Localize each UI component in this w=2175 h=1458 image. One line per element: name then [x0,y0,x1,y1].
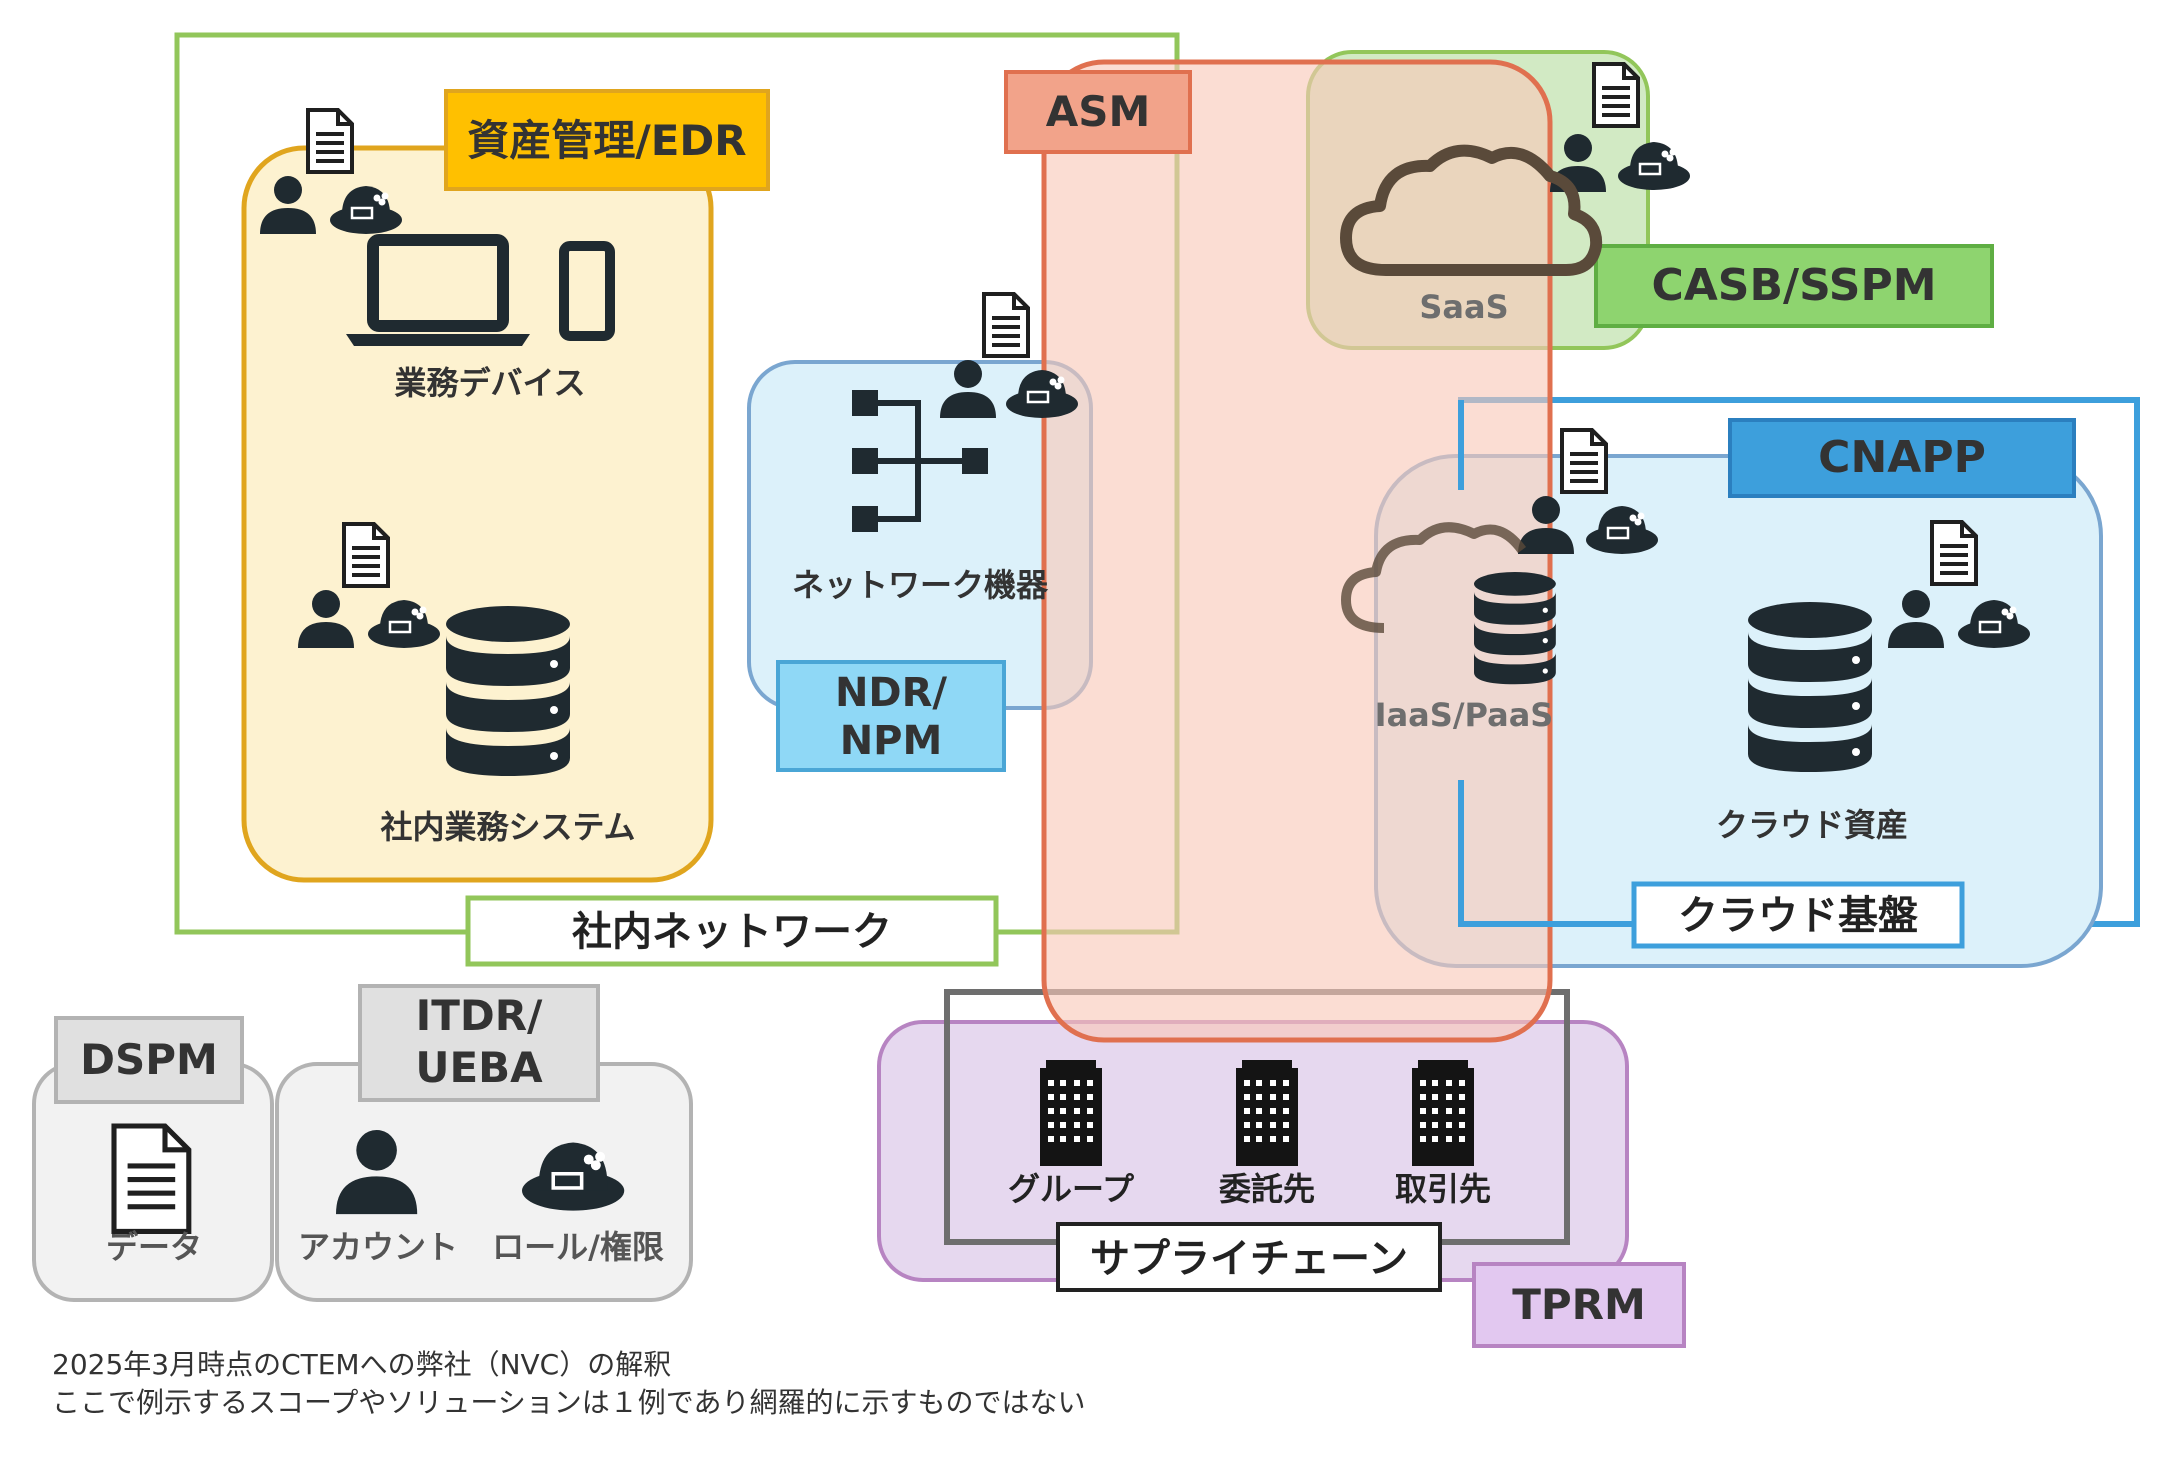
building-icon [1040,1060,1102,1166]
building-icon [1412,1060,1474,1166]
document-icon [111,1123,192,1234]
internal-systems-text: 社内業務システム [380,808,635,846]
cloud-platform-label: クラウド基盤 [1631,881,1965,949]
svg-text:CNAPP: CNAPP [1818,432,1986,483]
svg-text:CASB/SSPM: CASB/SSPM [1651,260,1936,311]
footer-line-2: ここで例示するスコープやソリューションは１例であり網羅的に示すものではない [52,1386,1086,1419]
iaas-cloud-icon [1341,522,1527,633]
account-text: アカウント [298,1228,458,1266]
smartphone-icon [559,241,615,341]
svg-text:社内ネットワーク: 社内ネットワーク [572,909,892,955]
group-text: グループ [1008,1170,1135,1208]
footer-line-1: 2025年3月時点のCTEMへの弊社（NVC）の解釈 [52,1348,671,1381]
document-icon [982,292,1030,358]
document-icon [306,108,354,174]
data-text: データ [106,1228,202,1266]
cnapp-bracket-line [1458,400,1640,927]
svg-text:ITDR/: ITDR/ [416,991,543,1040]
cnapp-label: CNAPP [1728,418,2076,498]
contractor-text: 委託先 [1219,1170,1315,1208]
svg-text:UEBA: UEBA [415,1043,543,1092]
document-icon [1930,520,1978,586]
document-icon [342,522,390,588]
iaas-paas-text: IaaS/PaaS [1375,696,1554,734]
building-icon [1236,1060,1298,1166]
document-icon [1592,62,1640,128]
network-devices-text: ネットワーク機器 [792,566,1049,604]
svg-text:資産管理/EDR: 資産管理/EDR [467,116,746,165]
laptop-icon [346,234,530,346]
supply-chain-label: サプライチェーン [1056,1222,1442,1292]
asm-zone [1041,59,1553,1043]
svg-text:NDR/: NDR/ [835,670,947,716]
role-permission-text: ロール/権限 [492,1228,664,1266]
network-topology-icon [852,390,988,532]
cloud-assets-text: クラウド資産 [1716,806,1908,844]
internal-network-label: 社内ネットワーク [465,895,999,967]
casb-sspm-label: CASB/SSPM [1594,244,1994,328]
tprm-label: TPRM [1472,1262,1686,1348]
business-devices-text: 業務デバイス [394,364,585,402]
svg-text:DSPM: DSPM [80,1035,218,1084]
svg-text:ASM: ASM [1046,87,1151,136]
asset-edr-label: 資産管理/EDR [444,89,770,191]
svg-text:NPM: NPM [840,718,943,764]
svg-text:サプライチェーン: サプライチェーン [1090,1236,1408,1282]
itdr-ueba-label: ITDR/ UEBA [358,984,600,1102]
saas-text: SaaS [1419,288,1508,326]
svg-text:TPRM: TPRM [1512,1280,1646,1329]
dspm-label: DSPM [54,1016,244,1104]
svg-text:クラウド基盤: クラウド基盤 [1678,893,1918,939]
asm-label: ASM [1004,70,1192,154]
ndr-npm-label: NDR/ NPM [776,660,1006,772]
document-icon [1560,428,1608,494]
business-partner-text: 取引先 [1395,1170,1491,1208]
